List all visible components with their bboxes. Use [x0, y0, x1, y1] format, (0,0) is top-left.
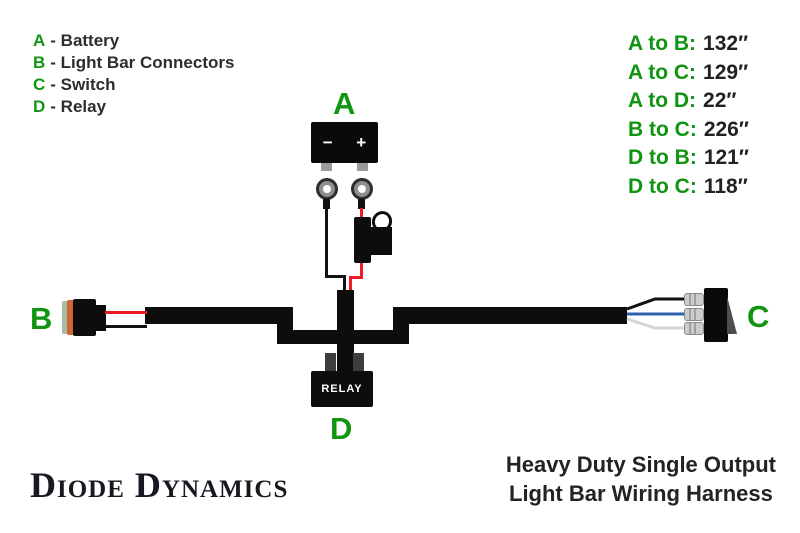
battery-ground-wire [343, 275, 346, 293]
fuse-holder-icon [354, 217, 371, 263]
legend-label: - Light Bar Connectors [50, 53, 235, 72]
legend-label: - Battery [50, 31, 120, 50]
legend-row: A- Battery [33, 30, 234, 52]
measurement-list: A to B: 132″ A to C:129″ A to D: 22″ B to … [628, 30, 749, 201]
wire-crimp [358, 199, 365, 209]
harness-left-segment [145, 307, 293, 324]
measurement-value: 118″ [703, 174, 748, 198]
connector-nose [95, 305, 106, 331]
relay-text: RELAY [321, 383, 363, 395]
measurement-value: 121″ [703, 146, 749, 169]
switch-white-wire [626, 317, 686, 330]
legend-letter: C [33, 75, 46, 94]
ring-terminal-icon [316, 178, 338, 200]
battery-terminal-tab [357, 163, 368, 171]
relay-pin-tab [325, 353, 336, 373]
measurement-row: B to C:226″ [628, 116, 749, 145]
switch-label-c: C [747, 299, 770, 334]
battery-power-wire [349, 276, 352, 293]
measurement-row: D to C:118″ [628, 173, 749, 202]
battery-terminal-tab [321, 163, 332, 171]
deutsch-connector-icon [73, 299, 96, 336]
spade-terminal-icon [684, 293, 704, 306]
ring-terminal-icon [351, 178, 373, 200]
spade-terminal-icon [684, 308, 704, 321]
measurement-label: D to B: [628, 146, 697, 169]
legend-label: - Relay [50, 97, 107, 116]
diagram-title: Heavy Duty Single Output Light Bar Wirin… [506, 450, 776, 508]
connector-wedge-lock [67, 300, 74, 335]
measurement-label: A to B: [628, 32, 697, 55]
legend-row: C- Switch [33, 74, 234, 96]
measurement-value: 226″ [703, 117, 749, 141]
light-bar-label-b: B [30, 301, 53, 336]
harness-right-segment [393, 307, 627, 324]
battery-power-wire [349, 276, 363, 279]
legend-letter: A [33, 31, 46, 50]
battery-icon: − + [311, 122, 378, 163]
wire-crimp [323, 199, 330, 209]
battery-minus-terminal: − [322, 132, 333, 152]
measurement-value: 132″ [703, 32, 749, 55]
brand-logo: Diode Dynamics [30, 465, 289, 505]
legend: A- Battery B- Light Bar Connectors C- Sw… [33, 30, 234, 118]
legend-letter: B [33, 53, 46, 72]
measurement-row: A to B: 132″ [628, 30, 749, 59]
ring-terminal-hole [358, 185, 366, 193]
harness-center-segment [277, 330, 409, 344]
measurement-row: D to B: 121″ [628, 144, 749, 173]
battery-ground-wire [325, 275, 346, 278]
relay-label-d: D [330, 411, 353, 446]
switch-lever [727, 296, 737, 334]
measurement-value: 129″ [703, 60, 749, 84]
legend-row: B- Light Bar Connectors [33, 52, 234, 74]
legend-label: - Switch [50, 75, 116, 94]
relay-pin-tab [353, 353, 364, 373]
fuse-holder-cap [369, 227, 392, 255]
switch-black-wire [626, 297, 686, 311]
measurement-row: A to D: 22″ [628, 87, 749, 116]
harness-battery-stub [337, 290, 354, 335]
measurement-label: B to C: [628, 117, 697, 141]
diagram-title-line2: Light Bar Wiring Harness [509, 481, 773, 506]
relay-icon: RELAY [311, 371, 373, 407]
legend-row: D- Relay [33, 96, 234, 118]
battery-ground-wire [325, 208, 328, 278]
measurement-value: 22″ [703, 89, 737, 112]
battery-power-wire [360, 261, 363, 279]
measurement-label: A to C: [628, 60, 697, 84]
switch-icon [704, 288, 728, 342]
battery-label-a: A [333, 86, 356, 121]
battery-power-wire [360, 208, 363, 219]
switch-wires [626, 297, 686, 330]
measurement-label: A to D: [628, 89, 697, 112]
measurement-label: D to C: [628, 174, 697, 198]
light-bar-ground-wire [105, 325, 147, 328]
battery-plus-terminal: + [356, 132, 367, 152]
spade-terminal-icon [684, 322, 704, 335]
legend-letter: D [33, 97, 46, 116]
connector-seal [62, 301, 68, 334]
light-bar-power-wire [105, 311, 147, 314]
ring-terminal-hole [323, 185, 331, 193]
measurement-row: A to C:129″ [628, 59, 749, 88]
harness-relay-stub [337, 344, 354, 373]
diagram-title-line1: Heavy Duty Single Output [505, 452, 776, 477]
